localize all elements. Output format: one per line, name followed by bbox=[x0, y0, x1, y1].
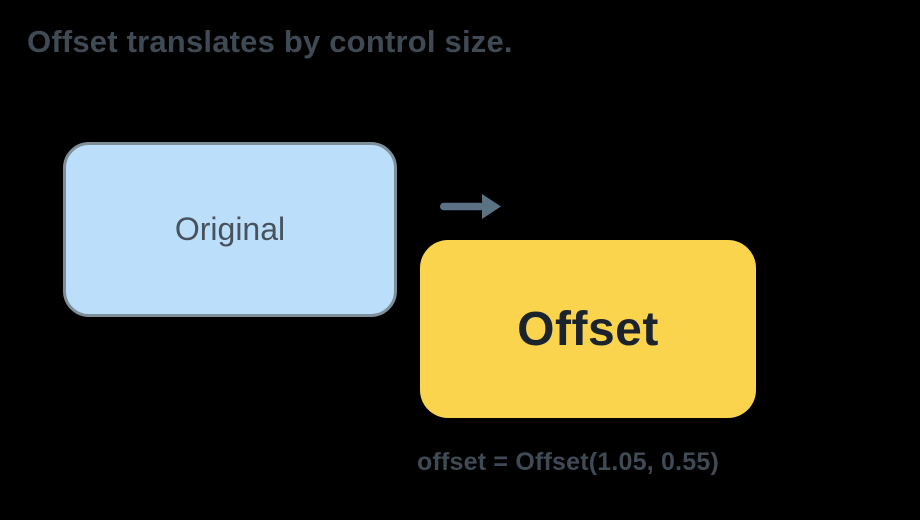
original-box-label: Original bbox=[174, 211, 286, 247]
offset-box: Offset bbox=[420, 240, 756, 418]
page-title: Offset translates by control size. bbox=[27, 24, 513, 59]
arrow-right-icon bbox=[440, 194, 501, 219]
offset-box-label: Offset bbox=[517, 302, 659, 356]
original-box: Original bbox=[63, 142, 397, 317]
offset-caption: offset = Offset(1.05, 0.55) bbox=[416, 448, 720, 476]
